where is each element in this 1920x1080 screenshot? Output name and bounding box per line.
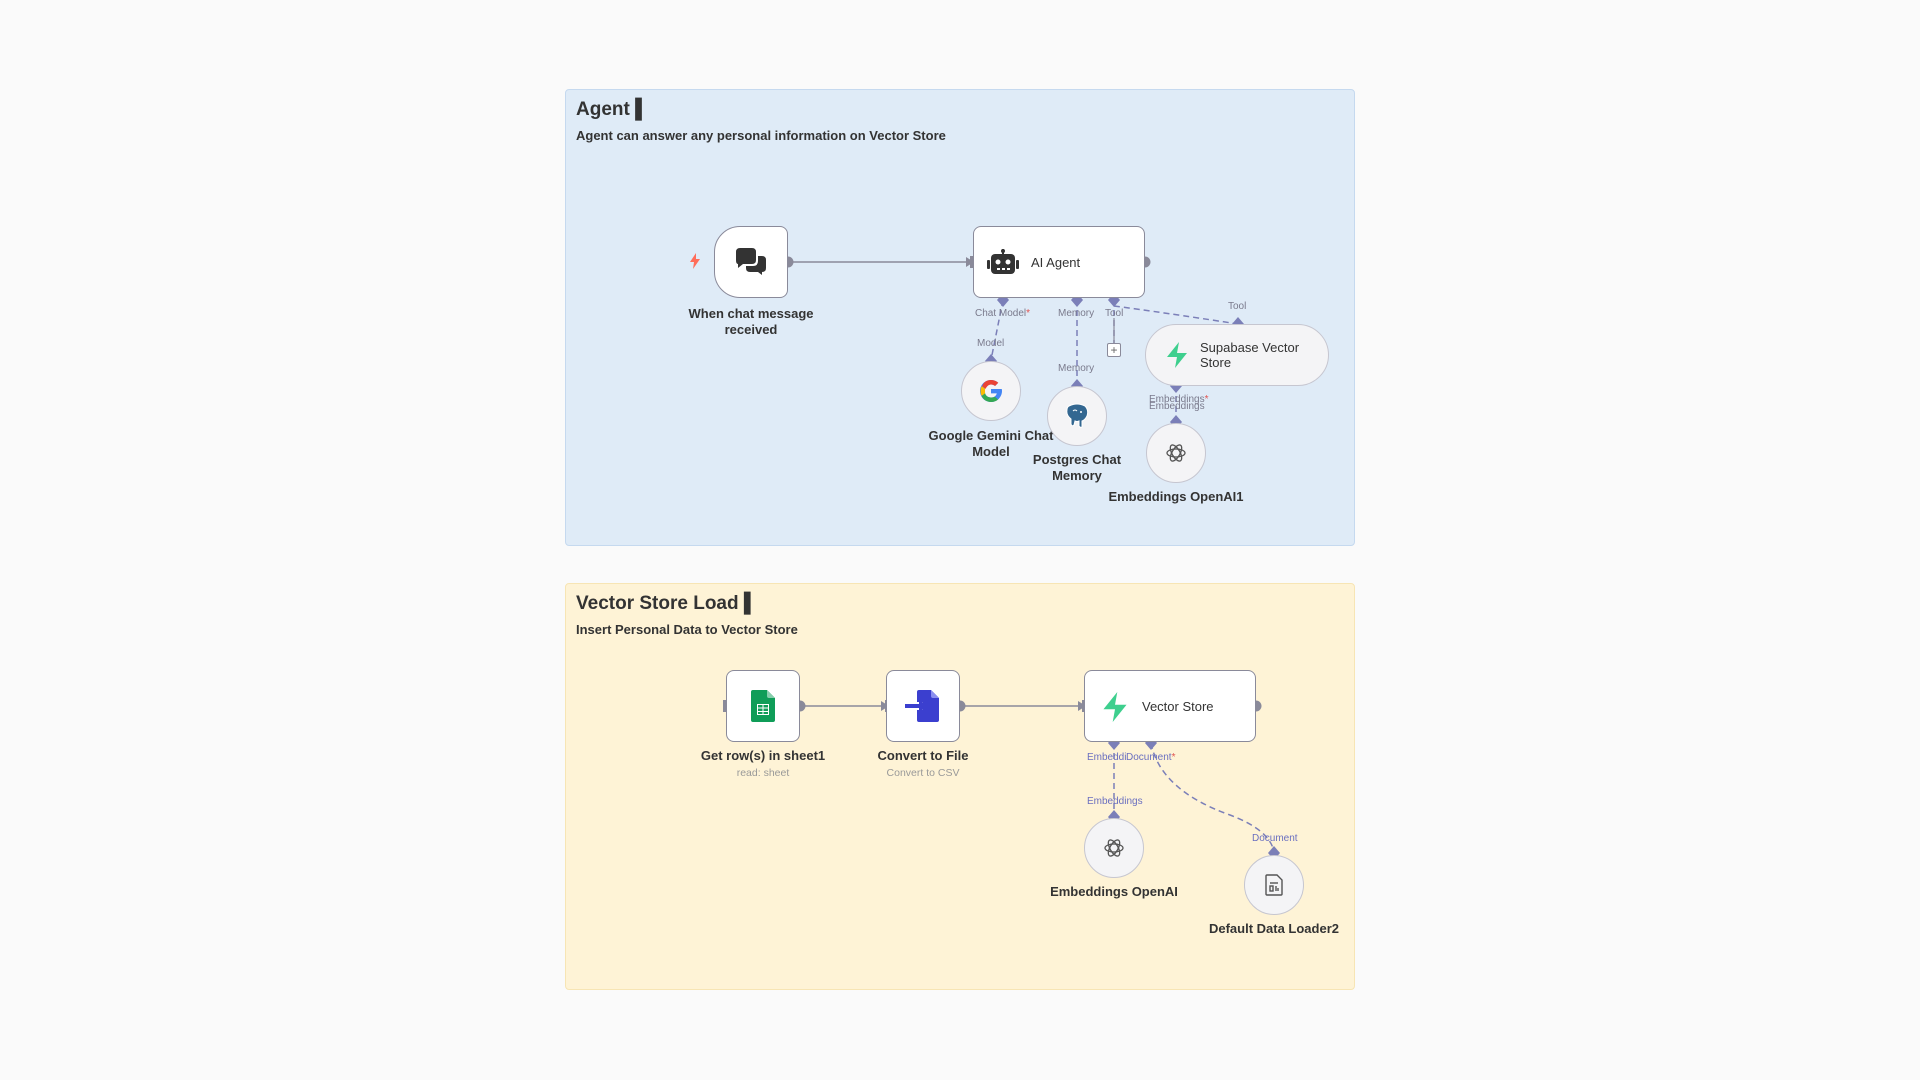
node-label: Get row(s) in sheet1 <box>700 748 826 763</box>
google-icon <box>962 362 1020 420</box>
node-label: Embeddings OpenAI <box>1050 884 1178 899</box>
sticky-subtitle: Insert Personal Data to Vector Store <box>576 622 798 637</box>
edge-label-vs-embeddings: Embeddi <box>1087 752 1127 763</box>
trigger-bolt-icon <box>689 253 701 272</box>
node-ai-agent[interactable]: AI Agent <box>973 226 1145 298</box>
node-label: AI Agent <box>1031 255 1081 270</box>
node-embeddings-openai[interactable] <box>1084 818 1144 878</box>
node-default-data-loader[interactable] <box>1244 855 1304 915</box>
node-vector-store[interactable]: Vector Store <box>1084 670 1256 742</box>
node-supabase-vector-store[interactable]: Supabase Vector Store <box>1145 324 1329 386</box>
openai-icon <box>1147 424 1205 482</box>
chat-bubbles-icon <box>715 227 787 297</box>
edge-label-memory: Memory <box>1058 308 1095 319</box>
edge-label-document-target: Document <box>1252 833 1298 844</box>
node-subtitle: read: sheet <box>736 767 790 779</box>
node-chat-trigger[interactable] <box>714 226 788 298</box>
edge-label-tool-target: Tool <box>1228 301 1247 312</box>
node-label: Vector Store <box>1142 699 1214 714</box>
add-tool-button[interactable]: + <box>1107 343 1121 357</box>
node-label: Supabase Vector Store <box>1200 340 1300 370</box>
edge-label-model: Model <box>977 338 1005 349</box>
google-sheets-icon <box>727 671 799 741</box>
node-embeddings-openai1[interactable] <box>1146 423 1206 483</box>
sticky-title: Vector Store Load ▌ <box>576 593 758 614</box>
sticky-subtitle: Agent can answer any personal informatio… <box>576 128 946 143</box>
edge-label-chat-model: Chat Model* <box>975 308 1031 319</box>
node-convert-to-file[interactable] <box>886 670 960 742</box>
edge-label-vs-document: Document* <box>1126 752 1176 763</box>
node-subtitle: Convert to CSV <box>886 767 960 779</box>
convert-file-icon <box>887 671 959 741</box>
supabase-bolt-icon <box>1162 339 1192 371</box>
edge-label-embeddings-target: Embeddings <box>1149 401 1205 412</box>
node-label: Default Data Loader2 <box>1208 921 1340 936</box>
node-label: Convert to File <box>877 748 969 763</box>
sticky-title: Agent ▌ <box>576 99 649 120</box>
node-label: Embeddings OpenAI1 <box>1108 489 1244 504</box>
document-loader-icon <box>1245 856 1303 914</box>
supabase-bolt-icon <box>1099 690 1131 724</box>
robot-icon <box>986 246 1020 280</box>
node-label: Google Gemini Chat Model <box>928 428 1054 459</box>
node-google-sheets[interactable] <box>726 670 800 742</box>
edge-label-embeddings2-target: Embeddings <box>1087 796 1143 807</box>
openai-icon <box>1085 819 1143 877</box>
postgres-elephant-icon <box>1048 387 1106 445</box>
node-postgres-memory[interactable] <box>1047 386 1107 446</box>
edge-label-tool: Tool <box>1105 308 1124 319</box>
node-label: Postgres Chat Memory <box>1032 452 1122 483</box>
edge-label-memory-target: Memory <box>1058 363 1095 374</box>
node-label: When chat message received <box>688 306 814 337</box>
edge-label-embeddings-source: Embeddings* <box>1149 394 1209 405</box>
node-google-gemini[interactable] <box>961 361 1021 421</box>
